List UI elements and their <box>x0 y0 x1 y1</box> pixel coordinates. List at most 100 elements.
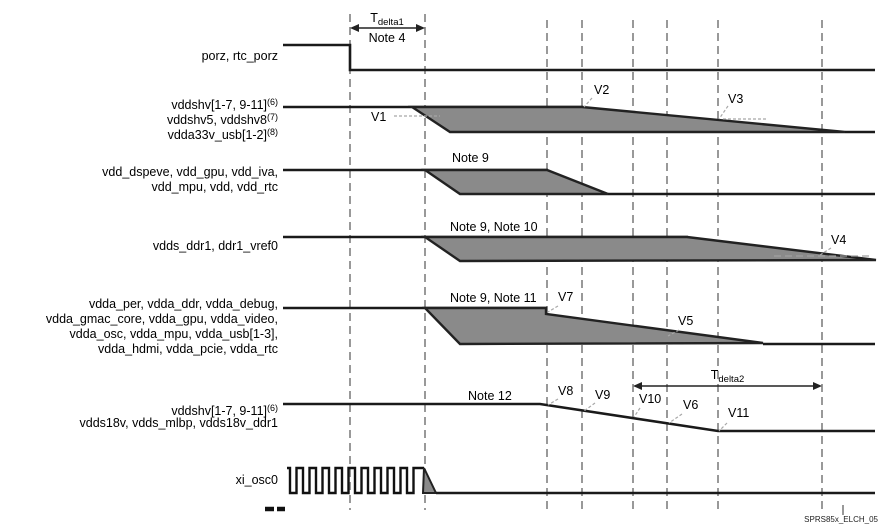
signal-label-vdda-4: vdda_hdmi, vdda_pcie, vdda_rtc <box>98 342 278 357</box>
tdelta2-arrowhead-right <box>813 382 822 390</box>
v11-leader <box>718 422 728 432</box>
signal-label-vdda-2: vdda_gmac_core, vdda_gpu, vdda_video, <box>46 312 278 327</box>
note-ref-superscript: (6) <box>267 403 278 413</box>
tdelta1-subscript: delta1 <box>377 17 404 28</box>
signal-label-text: vdd_mpu, vdd, vdd_rtc <box>151 180 278 194</box>
v4-leader <box>819 247 832 256</box>
signal-label-porz: porz, rtc_porz <box>202 49 278 64</box>
signal-label-text: porz, rtc_porz <box>201 49 278 63</box>
v7-leader <box>547 305 559 313</box>
v8-label: V8 <box>558 384 573 398</box>
signal-label-text: vdds18v, vdds_mlbp, vdds18v_ddr1 <box>79 416 279 430</box>
voltage-label-text: V10 <box>639 392 662 406</box>
note9-11-label: Note 9, Note 11 <box>450 291 537 305</box>
voltage-label-text: V11 <box>728 406 750 420</box>
signal-label-text: xi_osc0 <box>235 473 278 487</box>
tdelta2-arrowhead-left <box>633 382 642 390</box>
signal-label-text: vdda_hdmi, vdda_pcie, vdda_rtc <box>98 342 278 356</box>
note-text: Note 9, Note 11 <box>450 291 537 305</box>
tdelta2-label: Tdelta2 <box>633 368 822 387</box>
vdds-ddr1-ramp-band <box>421 235 877 263</box>
voltage-label-text: V9 <box>595 388 611 402</box>
signal-label-xi-osc0: xi_osc0 <box>236 473 278 488</box>
tdelta1-symbol: T <box>370 11 378 25</box>
vdda-analog-band <box>283 306 875 346</box>
porz-waveform <box>283 43 875 72</box>
signal-label-vdda-3: vdda_osc, vdda_mpu, vdda_usb[1-3], <box>70 327 278 342</box>
vdd-core-band <box>283 168 875 196</box>
v8-leader <box>547 398 559 406</box>
note9-label: Note 9 <box>452 151 489 165</box>
signal-label-vdd-core-2: vdd_mpu, vdd, vdd_rtc <box>152 180 278 195</box>
clock-square-wave <box>287 466 424 495</box>
v2-label: V2 <box>594 83 609 97</box>
note-ref-superscript: (7) <box>267 112 278 122</box>
v3-leader <box>718 105 729 120</box>
signal-label-text: vdda_gmac_core, vdda_gpu, vdda_video, <box>45 312 278 326</box>
note-ref-superscript: (8) <box>267 127 278 137</box>
note-text: Note 9, Note 10 <box>450 220 538 234</box>
signal-label-vddshv-io-2: vddshv5, vddshv8(7) <box>167 110 278 128</box>
vdds18-waveform <box>283 402 875 433</box>
v6-label: V6 <box>683 398 698 412</box>
signal-label-text: vdd_dspeve, vdd_gpu, vdd_iva, <box>102 165 278 179</box>
v4-label: V4 <box>831 233 846 247</box>
note-ref-superscript: (6) <box>267 97 278 107</box>
tdelta1-arrowhead-left <box>350 24 359 32</box>
v6-leader <box>668 413 683 424</box>
figure-code-text: SPRS85x_ELCH_05 <box>804 515 878 524</box>
v2-leader <box>583 97 593 108</box>
tdelta1-label: Tdelta1 <box>348 11 426 30</box>
note-text: Note 4 <box>368 31 406 45</box>
note4-label: Note 4 <box>348 31 426 45</box>
v10-leader <box>633 407 641 418</box>
signal-label-vddshv-io-3: vdda33v_usb[1-2](8) <box>168 125 278 143</box>
voltage-label-text: V4 <box>831 233 847 247</box>
tdelta2-subscript: delta2 <box>718 374 745 385</box>
signal-label-text: vddshv[1-7, 9-11] <box>171 404 267 418</box>
note12-label: Note 12 <box>468 389 512 403</box>
v9-label: V9 <box>595 388 610 402</box>
voltage-label-text: V3 <box>728 92 744 106</box>
v9-leader <box>583 402 596 412</box>
note-text: Note 9 <box>452 151 489 165</box>
voltage-label-text: V6 <box>683 398 699 412</box>
vdda-analog-ramp-band <box>422 306 764 346</box>
signal-label-text: vdda_per, vdda_ddr, vdda_debug, <box>88 297 278 311</box>
v5-label: V5 <box>678 314 693 328</box>
signal-label-text: vdds_ddr1, ddr1_vref0 <box>152 239 278 253</box>
note-text: Note 12 <box>468 389 512 403</box>
clock-decay-triangle <box>421 467 438 494</box>
voltage-label-text: V1 <box>371 110 387 124</box>
voltage-label-text: V5 <box>678 314 694 328</box>
signal-label-text: vdda33v_usb[1-2] <box>167 128 267 142</box>
time-gridlines <box>349 14 823 510</box>
xi-osc0-waveform <box>287 466 875 495</box>
voltage-leader-lines <box>394 97 832 432</box>
vddshv-io-33-band <box>283 105 875 134</box>
signal-label-vdda-1: vdda_per, vdda_ddr, vdda_debug, <box>89 297 278 312</box>
signal-label-text: vddshv5, vddshv8 <box>166 113 267 127</box>
tdelta2-symbol: T <box>710 368 719 382</box>
signal-label-text: vdda_osc, vdda_mpu, vdda_usb[1-3], <box>69 327 278 341</box>
vdds-ddr1-band <box>283 235 877 263</box>
v3-label: V3 <box>728 92 743 106</box>
voltage-label-text: V2 <box>594 83 610 97</box>
signal-label-vdds-ddr1: vdds_ddr1, ddr1_vref0 <box>153 239 278 254</box>
figure-code-watermark: SPRS85x_ELCH_05 <box>804 515 878 524</box>
voltage-label-text: V8 <box>558 384 574 398</box>
signal-label-vddshv-io-1: vddshv[1-7, 9-11](6) <box>171 95 278 113</box>
v5-leader <box>667 329 680 337</box>
v1-label: V1 <box>371 110 386 124</box>
signal-label-text: vddshv[1-7, 9-11] <box>171 98 267 112</box>
v11-label: V11 <box>728 406 749 420</box>
tdelta1-arrowhead-right <box>416 24 425 32</box>
vddshv-io-ramp-band <box>407 105 846 134</box>
tdelta2-arrow <box>633 382 822 390</box>
voltage-label-text: V7 <box>558 290 574 304</box>
v10-label: V10 <box>639 392 661 406</box>
vdd-core-ramp-band <box>421 168 609 196</box>
tdelta1-arrow <box>350 24 425 32</box>
